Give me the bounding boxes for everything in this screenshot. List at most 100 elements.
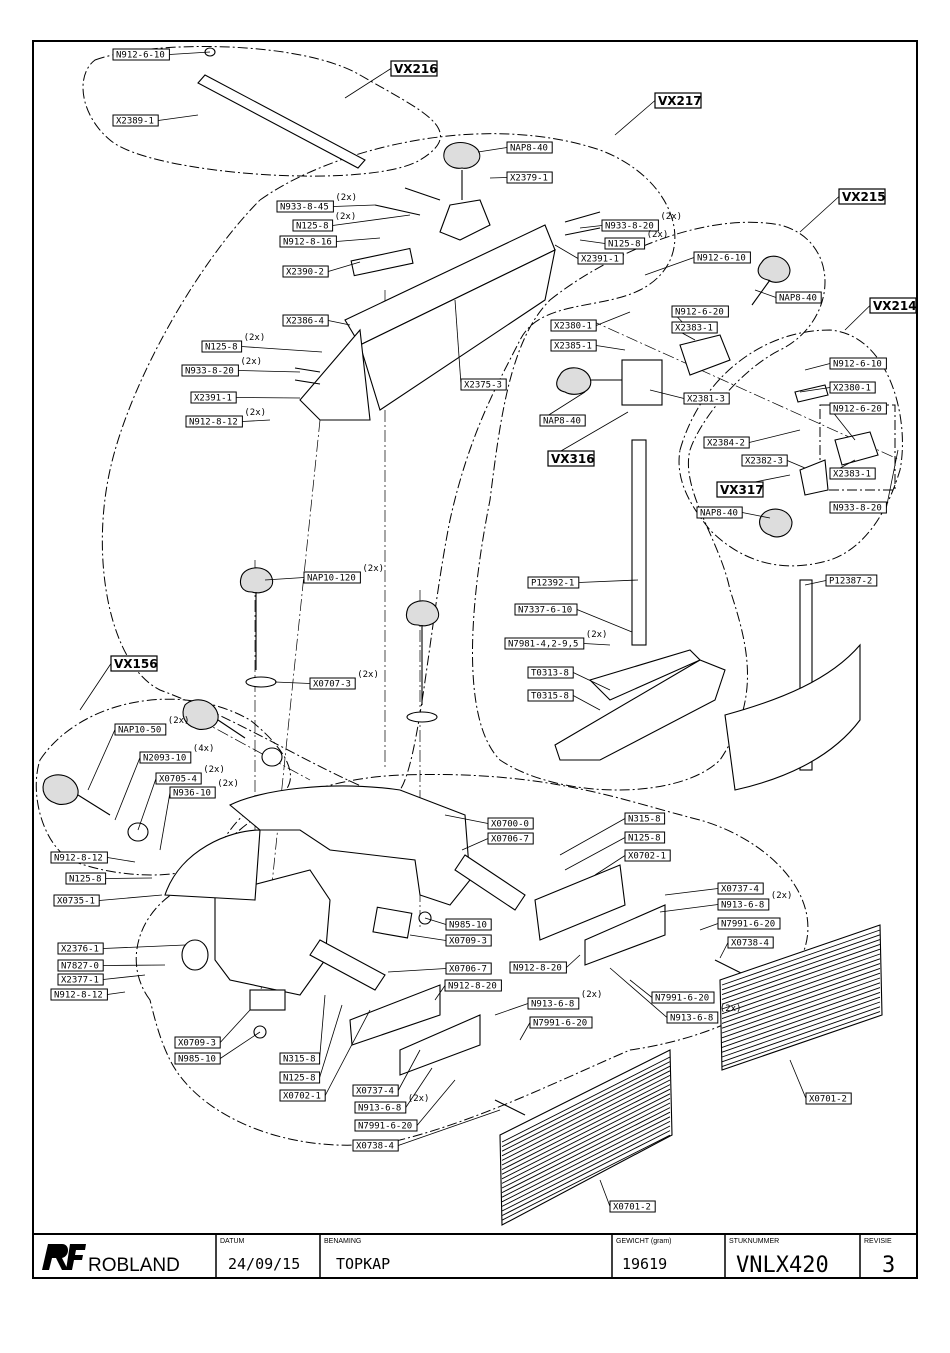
part-number: N933-8-45 (280, 203, 329, 213)
group-id: VX217 (658, 94, 702, 108)
leader-line (328, 320, 351, 326)
leader-line (114, 757, 141, 821)
part-label: X0735-1 (53, 894, 100, 907)
part-label: X0706-7 (487, 832, 534, 845)
fence-rib (501, 1125, 671, 1212)
part-label: X0702-1 (624, 849, 671, 862)
part-label: N2093-10(4x) (139, 744, 214, 764)
part-number: X0707-3 (313, 680, 351, 690)
part-label: X0701-2 (805, 1092, 852, 1105)
part-number: X2376-1 (61, 945, 99, 955)
part-label: X0738-4 (352, 1139, 399, 1152)
part-quantity: (2x) (581, 990, 603, 1000)
part-number: X0737-4 (721, 885, 759, 895)
part-number: N913-6-8 (721, 901, 764, 911)
fence-rib (721, 929, 881, 986)
datum-label: DATUM (220, 1238, 245, 1245)
leader-line (749, 429, 801, 443)
part-number: X2380-1 (833, 384, 871, 394)
part-quantity: (2x) (244, 408, 266, 418)
part-number: X2377-1 (61, 976, 99, 986)
part-label: N7991-6-20 (354, 1119, 418, 1132)
part-number: N933-8-20 (833, 504, 882, 514)
part-number: N912-6-10 (697, 254, 746, 264)
part-label: X0707-3(2x) (309, 670, 379, 690)
part-label: NAP10-50(2x) (114, 716, 189, 736)
part-number: N912-6-10 (116, 51, 165, 61)
part-quantity: (2x) (335, 212, 357, 222)
part-label: N912-8-20 (444, 979, 502, 992)
part-number: X0709-3 (449, 937, 487, 947)
part-label: NAP8-40 (506, 141, 553, 154)
part-number: N985-10 (178, 1055, 216, 1065)
part-label: N125-8(2x) (292, 212, 357, 232)
part-quantity: (2x) (240, 357, 262, 367)
part-label: X2386-4 (282, 314, 329, 327)
gewicht-label: GEWICHT (gram) (616, 1238, 671, 1245)
part-label: N933-8-45(2x) (276, 193, 357, 213)
leader-line (699, 923, 719, 931)
leader-line (87, 729, 116, 791)
part-quantity: (2x) (660, 212, 682, 222)
leader-line (444, 814, 489, 824)
part-number: N933-8-20 (185, 367, 234, 377)
part-label: N913-6-8(2x) (666, 1004, 741, 1024)
part-label: T0315-8 (527, 689, 574, 702)
part-number: X0701-2 (809, 1095, 847, 1105)
leader-line (559, 818, 626, 856)
part-label: N912-6-10 (693, 251, 751, 264)
part-label: N7981-4,2-9,5(2x) (504, 630, 607, 650)
fence-rib (721, 982, 881, 1039)
leader-line (434, 985, 446, 1001)
part-number: X2383-1 (675, 324, 713, 334)
group-id: VX316 (551, 452, 595, 466)
part-labels: N912-6-10X2389-1NAP8-40X2379-1N933-8-45(… (50, 48, 887, 1213)
part-number: X0700-0 (491, 820, 529, 830)
part-label: N125-8 (65, 872, 107, 885)
part-number: X2389-1 (116, 117, 154, 127)
part-number: N913-6-8 (531, 1000, 574, 1010)
leader-line (328, 261, 361, 272)
leader-line (554, 244, 579, 259)
leader-line (387, 968, 447, 973)
stuknummer-value: VNLX420 (736, 1253, 829, 1278)
part-number: N912-6-20 (833, 405, 882, 415)
fence-rib (501, 1079, 671, 1166)
part-label: N985-10 (445, 918, 492, 931)
benaming-value: TOPKAP (336, 1255, 390, 1273)
part-label: X2375-3 (460, 378, 507, 391)
part-label: X0701-2 (609, 1200, 656, 1213)
part-number: X0738-4 (356, 1142, 394, 1152)
part-number: X0709-3 (178, 1039, 216, 1049)
part-quantity: (2x) (647, 230, 669, 240)
leader-line (219, 1009, 251, 1043)
leader-line (319, 1004, 343, 1078)
part-label: X2391-1 (577, 252, 624, 265)
datum-value: 24/09/15 (228, 1255, 300, 1273)
group-arrow (344, 68, 392, 99)
leader-line (886, 449, 899, 508)
part-number: X2375-3 (464, 381, 502, 391)
leader-line (274, 681, 311, 684)
leader-line (804, 363, 831, 371)
part-label: N933-8-20 (2x) (601, 212, 682, 232)
part-label: N125-8(2x) (201, 333, 265, 353)
leader-line (573, 672, 611, 691)
part-number: T0315-8 (531, 692, 569, 702)
part-number: X0737-4 (356, 1087, 394, 1097)
part-label: NAP8-40 (539, 414, 586, 427)
part-number: N933-8-20 (605, 222, 654, 232)
part-number: X2381-3 (687, 395, 725, 405)
fence-rib (721, 1006, 881, 1063)
part-number: NAP10-50 (118, 726, 161, 736)
part-label: N912-6-20 (829, 402, 887, 415)
group-arrow (799, 196, 840, 233)
fence-rib (501, 1074, 671, 1161)
part-number: N913-6-8 (670, 1014, 713, 1024)
leader-line (324, 1009, 371, 1096)
fence-rib (501, 1130, 671, 1217)
fence-rib (501, 1134, 671, 1221)
fence-rib (501, 1120, 671, 1207)
